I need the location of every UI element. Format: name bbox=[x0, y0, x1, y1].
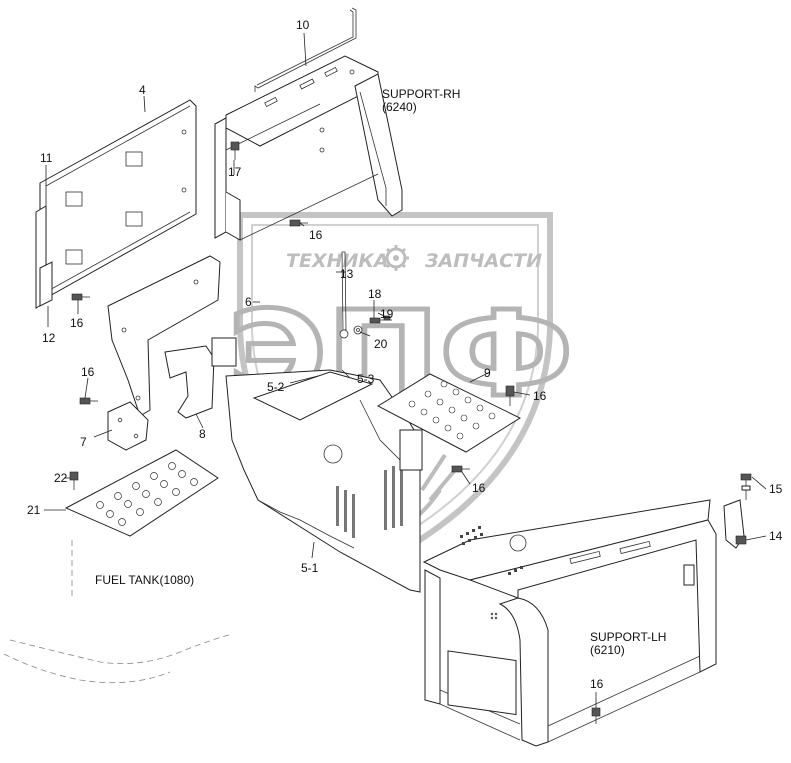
callout-19: 19 bbox=[380, 307, 394, 321]
side-panel-4 bbox=[35, 99, 197, 309]
callout-6: 6 bbox=[245, 295, 252, 309]
step-plate-9 bbox=[376, 373, 522, 453]
support-rh-frame bbox=[214, 55, 403, 241]
fuel-tank-phantom bbox=[3, 540, 233, 684]
support-lh-frame bbox=[422, 499, 717, 747]
callout-21: 21 bbox=[27, 503, 41, 517]
callout-16-d: 16 bbox=[533, 389, 547, 403]
notes: SUPPORT-RH (6240) SUPPORT-LH (6210) FUEL… bbox=[95, 87, 666, 657]
callout-17: 17 bbox=[228, 165, 242, 179]
panel-bracket-12 bbox=[39, 261, 53, 307]
callout-7: 7 bbox=[80, 435, 87, 449]
callout-4: 4 bbox=[139, 83, 146, 97]
callout-22: 22 bbox=[54, 471, 68, 485]
callout-11: 11 bbox=[40, 151, 53, 165]
shroud-plate-6 bbox=[107, 255, 221, 417]
callout-16-e: 16 bbox=[472, 481, 486, 495]
main-cover-5 bbox=[225, 369, 423, 593]
lh-grid-holes bbox=[460, 526, 523, 575]
lh-panel-window bbox=[447, 650, 517, 716]
callout-16-b: 16 bbox=[81, 365, 95, 379]
support-rh-name: SUPPORT-RH bbox=[382, 87, 460, 101]
callout-15: 15 bbox=[769, 482, 783, 496]
bolt-16-a bbox=[71, 293, 90, 301]
callout-5-2: 5-2 bbox=[267, 380, 285, 394]
bolt-22 bbox=[69, 471, 79, 490]
callout-5-3: 5-3 bbox=[357, 372, 375, 386]
floor-mat-21 bbox=[64, 449, 219, 537]
callout-16-a: 16 bbox=[70, 316, 84, 330]
support-rh-code: (6240) bbox=[382, 100, 417, 114]
bracket-8 bbox=[164, 337, 237, 419]
callout-8: 8 bbox=[199, 427, 206, 441]
callout-labels: 10 4 11 12 16 17 16 13 18 19 20 6 5-2 5-… bbox=[27, 18, 783, 691]
cover-top-5-2 bbox=[252, 371, 374, 421]
support-lh-code: (6210) bbox=[590, 643, 625, 657]
washer-20 bbox=[353, 325, 363, 335]
latch-14 bbox=[723, 499, 747, 549]
callout-20: 20 bbox=[374, 337, 388, 351]
support-rod-10 bbox=[254, 7, 357, 92]
callout-12: 12 bbox=[42, 331, 56, 345]
bolt-15 bbox=[740, 473, 752, 500]
leader-lines bbox=[44, 32, 767, 708]
watermark-text-left: ТЕХНИКА bbox=[286, 250, 389, 272]
support-lh-name: SUPPORT-LH bbox=[590, 630, 666, 644]
lh-small-vent bbox=[490, 612, 498, 620]
callout-10: 10 bbox=[296, 18, 310, 32]
bolt-16-b bbox=[79, 397, 98, 405]
bolt-17 bbox=[230, 141, 240, 160]
rod-13 bbox=[339, 251, 349, 339]
bolt-16-e bbox=[451, 465, 470, 473]
callout-16-c: 16 bbox=[309, 228, 323, 242]
callout-9: 9 bbox=[484, 366, 491, 380]
callout-14: 14 bbox=[769, 529, 783, 543]
callout-18: 18 bbox=[368, 287, 382, 301]
plate-7 bbox=[107, 401, 149, 451]
cover-vents bbox=[336, 462, 403, 538]
callout-13: 13 bbox=[340, 267, 354, 281]
watermark-text-right: ЗАПЧАСТИ bbox=[424, 250, 542, 272]
callout-5-1: 5-1 bbox=[301, 561, 319, 575]
callout-16-f: 16 bbox=[590, 677, 604, 691]
bolt-16-d bbox=[505, 385, 515, 406]
fuel-tank-note: FUEL TANK(1080) bbox=[95, 573, 194, 587]
cover-latch-block bbox=[399, 429, 423, 471]
gear-icon bbox=[383, 245, 409, 271]
bolt-19 bbox=[383, 315, 391, 321]
